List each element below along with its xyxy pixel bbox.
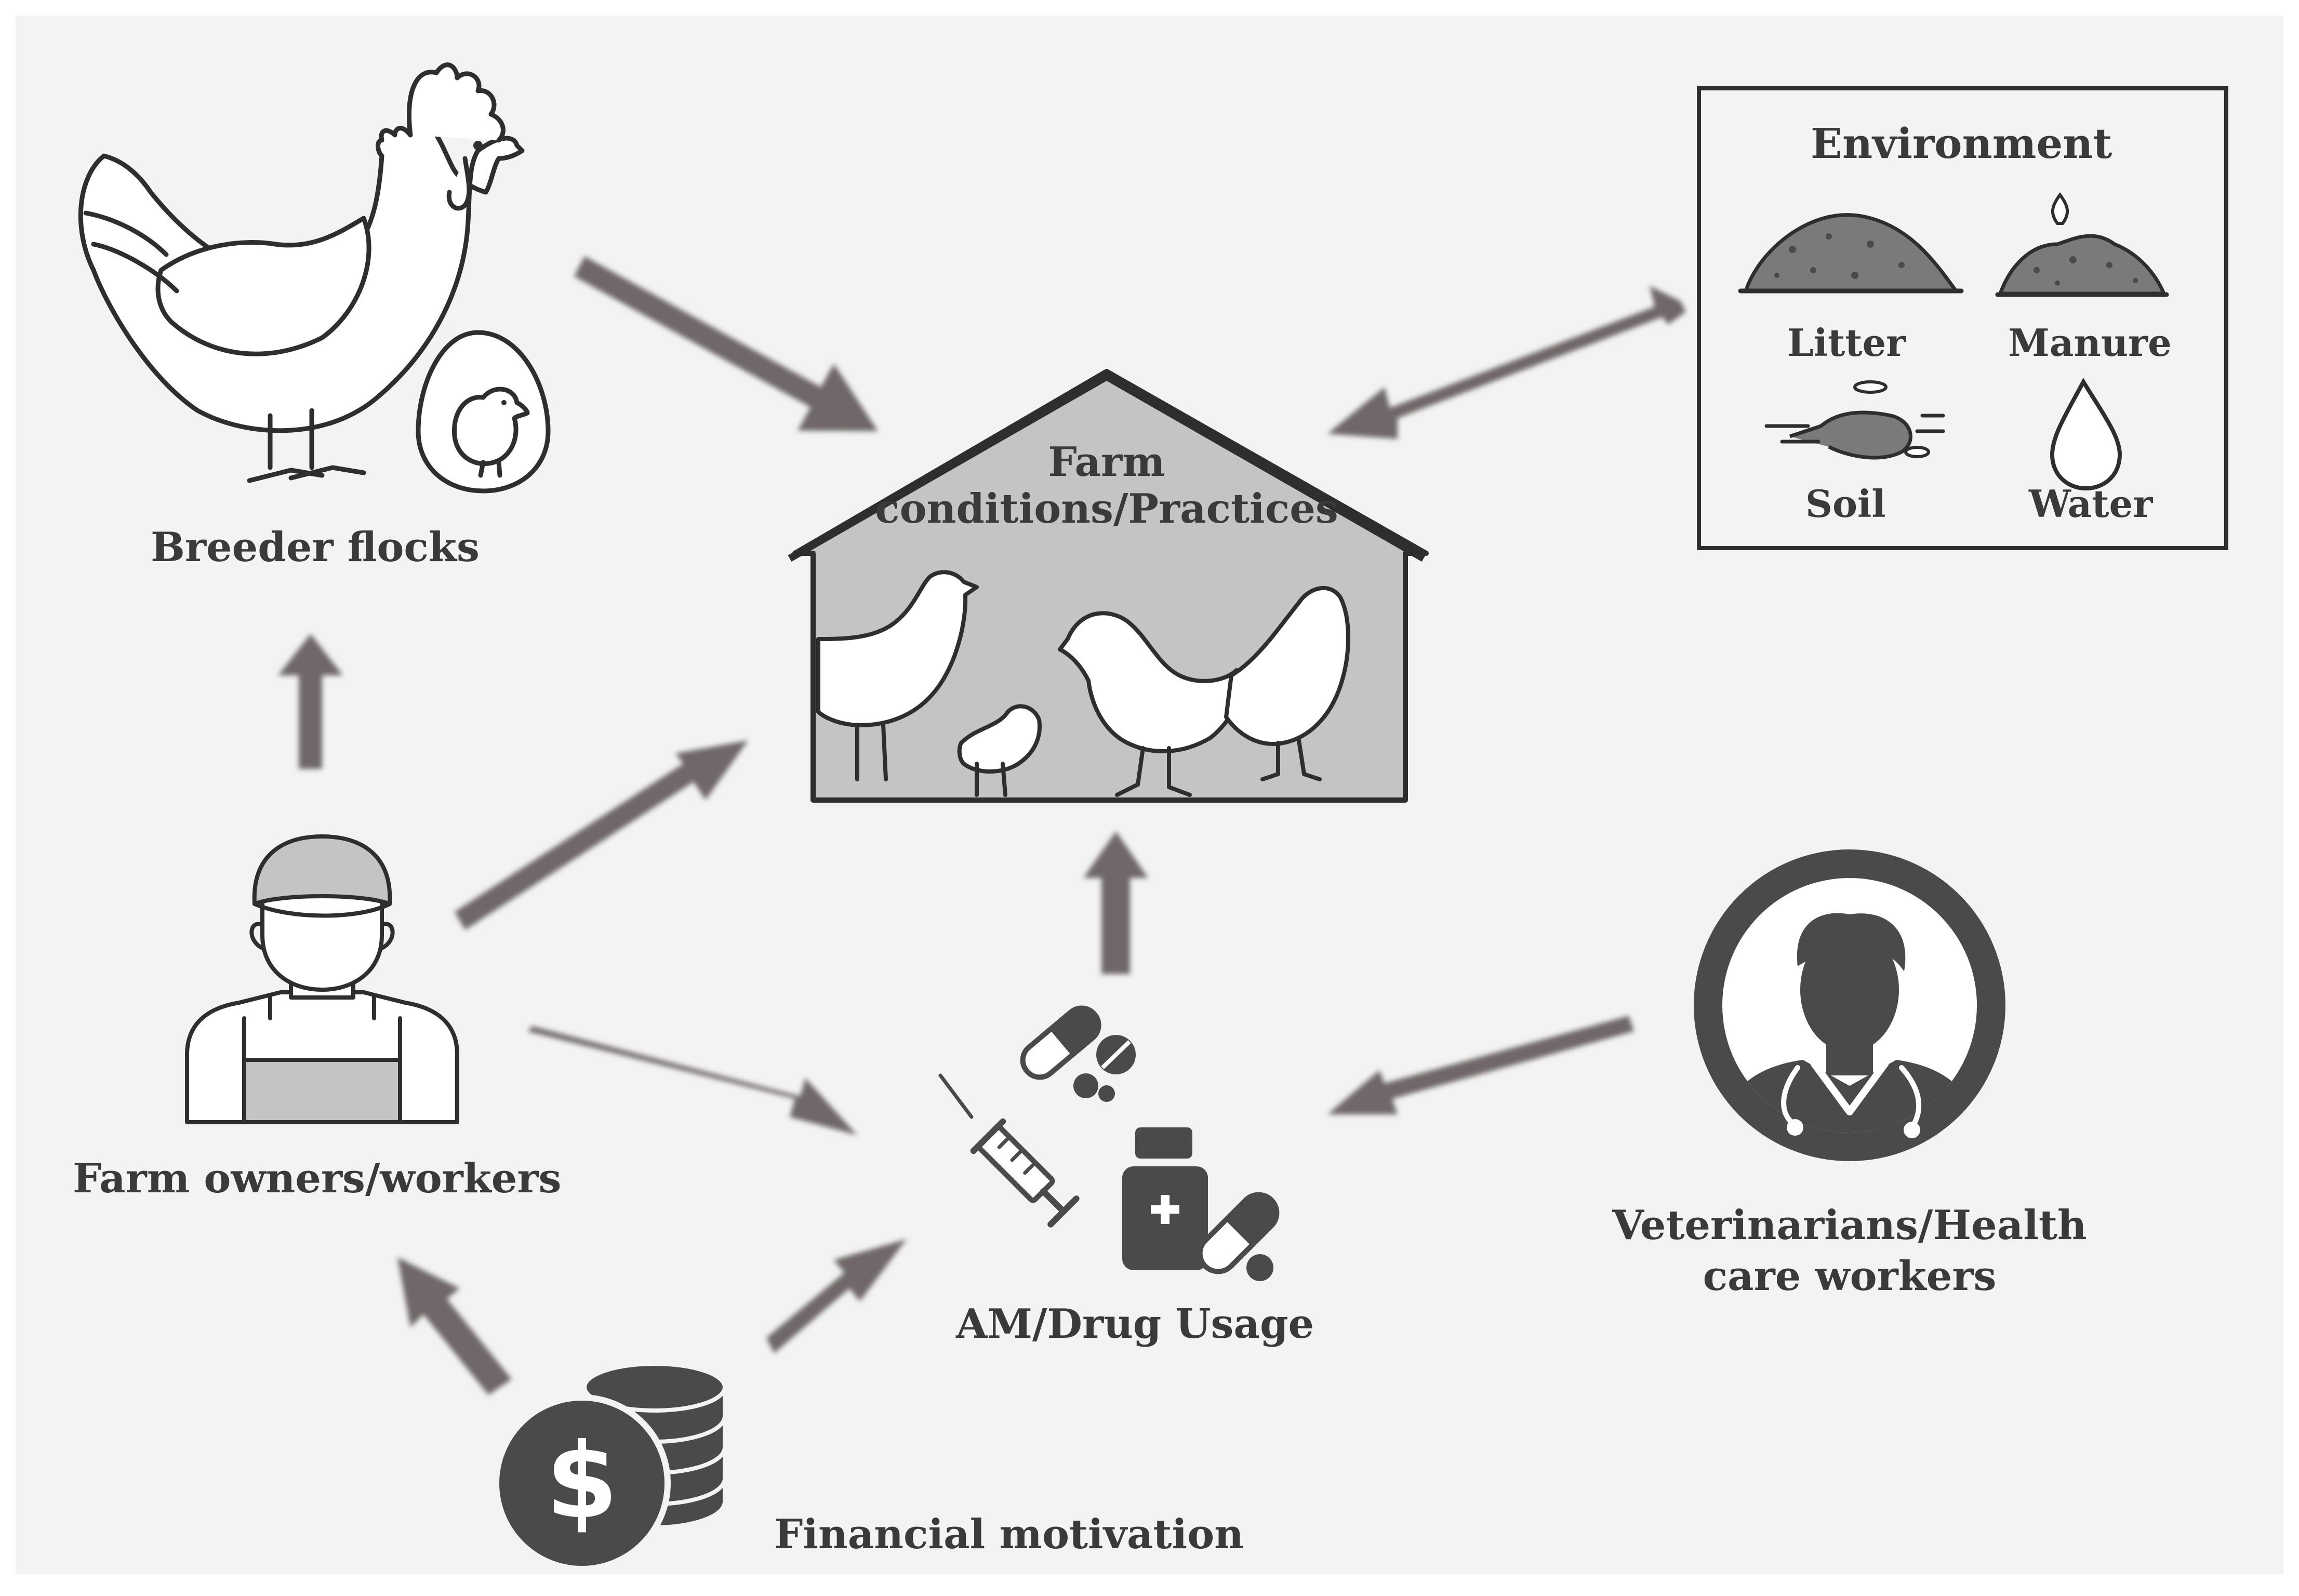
egg-with-chick-icon [416, 330, 551, 494]
arrow-breeder-to-farm [574, 256, 878, 431]
water-drop-icon [2050, 377, 2122, 491]
soil-icon [1764, 380, 1945, 460]
environment-item-manure: Manure [2008, 321, 2172, 365]
arrow-financial-to-am [766, 1239, 907, 1353]
breeder-flocks-label: Breeder flocks [151, 524, 480, 571]
svg-text:$: $ [546, 1421, 618, 1542]
arrow-owners-to-farm [455, 740, 748, 930]
arrows [278, 256, 1686, 1395]
am-drug-usage-label: AM/Drug Usage [956, 1300, 1314, 1348]
hen-icon [78, 62, 525, 483]
medicine-bottle-icon [1122, 1127, 1280, 1281]
doctor-icon [1694, 849, 2005, 1161]
coins-dollar-icon: $ [493, 1362, 727, 1572]
environment-item-water: Water [2029, 482, 2153, 526]
veterinarians-label: Veterinarians/Health care workers [1612, 1202, 2087, 1300]
farm-conditions-label: Farm conditions/Practices [875, 438, 1338, 533]
environment-item-litter: Litter [1787, 321, 1906, 365]
farmer-icon [185, 834, 459, 1124]
arrow-vet-to-am [1327, 1016, 1634, 1114]
environment-frame [1697, 86, 2228, 550]
manure-pile-icon [1995, 192, 2169, 297]
arrow-financial-to-owners [397, 1257, 512, 1395]
litter-pile-icon [1738, 213, 1964, 294]
arrow-owners-to-breeder [278, 634, 343, 769]
environment-box [1697, 86, 2228, 550]
barn-icon [788, 369, 1429, 803]
financial-motivation-label: Financial motivation [774, 1511, 1244, 1558]
pills-icon [1020, 1005, 1136, 1102]
syringe-icon [938, 1073, 1080, 1228]
farm-owners-label: Farm owners/workers [73, 1155, 562, 1202]
environment-item-soil: Soil [1805, 482, 1886, 526]
arrow-farm-environment [1327, 286, 1686, 439]
arrow-am-to-farm [1083, 831, 1148, 974]
environment-title: Environment [1811, 119, 2112, 168]
arrow-owners-to-am [527, 1026, 857, 1135]
